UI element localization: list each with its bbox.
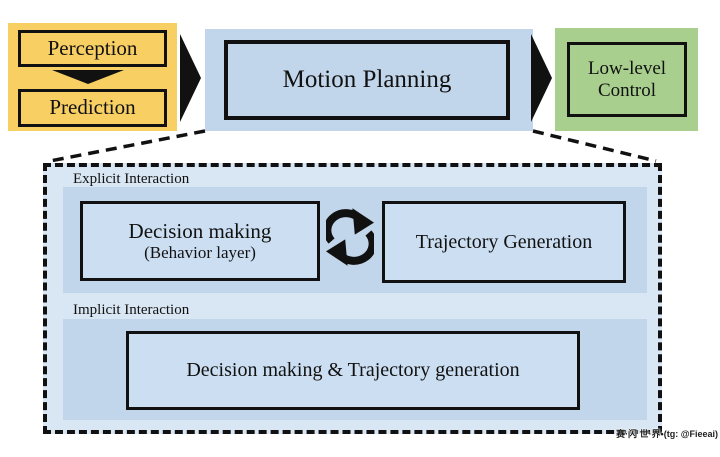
motion-planning-panel: Motion Planning [205,29,533,131]
trajectory-generation-box: Trajectory Generation [382,201,626,283]
motion-planning-label: Motion Planning [282,66,452,93]
behavior-layer-label: (Behavior layer) [144,243,256,263]
motion-planning-detail-box: Explicit Interaction Decision making (Be… [43,163,662,434]
low-level-control-panel: Low-level Control [555,28,698,131]
decision-making-box: Decision making (Behavior layer) [80,201,320,281]
low-level-control-label: Low-level Control [587,58,667,101]
decision-making-label: Decision making [128,218,272,243]
arrow-right-icon [531,34,552,122]
decision-and-trajectory-box: Decision making & Trajectory generation [126,331,580,410]
implicit-interaction-label: Implicit Interaction [73,302,190,318]
arrow-right-icon [180,34,201,122]
decision-and-trajectory-label: Decision making & Trajectory generation [186,359,520,382]
explicit-interaction-label: Explicit Interaction [73,171,190,187]
prediction-label: Prediction [49,95,136,120]
perception-prediction-panel: Perception Prediction [8,23,177,131]
perception-label: Perception [47,35,138,60]
perception-box: Perception [18,30,167,67]
low-level-control-box: Low-level Control [567,42,687,117]
watermark: 赛·闪 世·界•(tg: @Fieeai) [616,429,718,439]
motion-planning-box: Motion Planning [224,40,510,120]
implicit-interaction-panel: Decision making & Trajectory generation [63,319,647,420]
prediction-box: Prediction [18,89,167,127]
cycle-arrows-icon [326,208,374,266]
trajectory-generation-label: Trajectory Generation [415,230,593,253]
explicit-interaction-panel: Decision making (Behavior layer) Traject… [63,187,647,293]
arrow-down-icon [52,70,124,84]
